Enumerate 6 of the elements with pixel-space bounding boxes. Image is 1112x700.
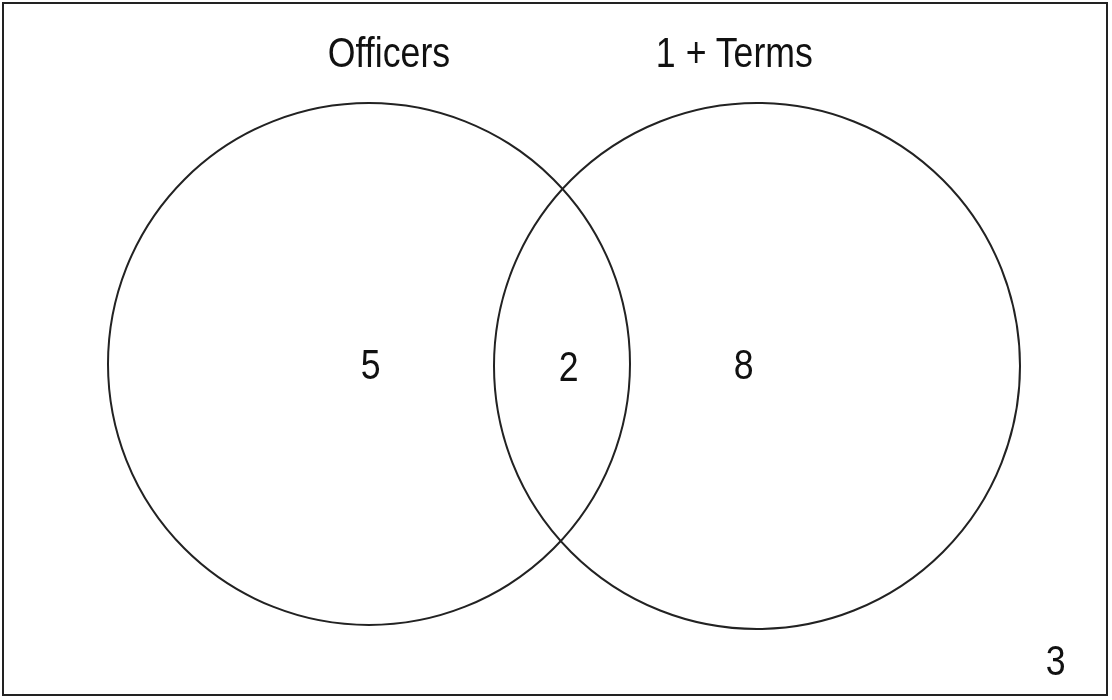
set-label: Officers [327, 32, 451, 74]
count-label: 8 [733, 344, 754, 386]
set-label: 1 + Terms [655, 32, 813, 74]
count-label: 5 [360, 344, 381, 386]
count-label: 3 [1045, 640, 1066, 682]
count-label: 2 [558, 346, 579, 388]
